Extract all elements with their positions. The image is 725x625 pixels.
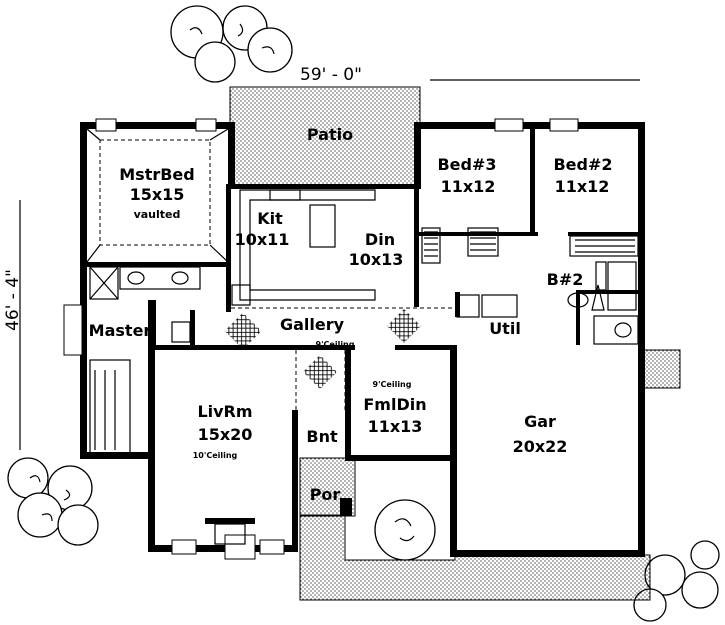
porch-label: Por bbox=[310, 485, 341, 504]
bed3-size: 11x12 bbox=[441, 177, 496, 196]
bed2-label: Bed#2 bbox=[553, 155, 612, 174]
tree-top-icon bbox=[170, 5, 293, 83]
tree-left-icon bbox=[7, 457, 99, 546]
family-dining-note: 9'Ceiling bbox=[373, 380, 412, 389]
master-bath-label: Master bbox=[89, 321, 152, 340]
dimension-lines bbox=[19, 79, 640, 450]
bench-label: Bnt bbox=[306, 427, 338, 446]
family-dining-label: FmlDin bbox=[363, 395, 426, 414]
dining-label: Din bbox=[365, 230, 395, 249]
dining-size: 10x13 bbox=[349, 250, 404, 269]
vault-lines bbox=[86, 128, 229, 263]
master-bed-label: MstrBed bbox=[119, 165, 194, 184]
garage-side-stoop bbox=[639, 349, 681, 389]
bed3-label: Bed#3 bbox=[437, 155, 496, 174]
windows bbox=[63, 118, 579, 560]
closets bbox=[421, 227, 639, 264]
gallery-note: 9'Ceiling bbox=[316, 340, 355, 349]
interior-walls bbox=[80, 125, 642, 350]
width-dimension: 59' - 0" bbox=[300, 65, 362, 85]
gallery-accents bbox=[224, 307, 455, 410]
family-dining-size: 11x13 bbox=[368, 417, 423, 436]
garage-label: Gar bbox=[524, 412, 556, 431]
gallery-label: Gallery bbox=[280, 315, 345, 334]
garage-size: 20x22 bbox=[513, 437, 568, 456]
living-note: 10'Ceiling bbox=[193, 451, 238, 460]
utility-label: Util bbox=[489, 319, 521, 338]
living-label: LivRm bbox=[197, 402, 252, 421]
master-bed-note: vaulted bbox=[134, 208, 181, 221]
kitchen-label: Kit bbox=[257, 209, 283, 228]
front-bay bbox=[205, 518, 255, 545]
shrub-right-icon bbox=[633, 540, 720, 622]
walkway bbox=[299, 514, 651, 601]
living-size: 15x20 bbox=[198, 425, 253, 444]
master-bed-size: 15x15 bbox=[130, 185, 185, 204]
kitchen-counters bbox=[231, 189, 376, 306]
bath2-label: B#2 bbox=[547, 270, 584, 289]
tree-porch-icon bbox=[374, 499, 436, 561]
patio-label: Patio bbox=[307, 125, 353, 144]
kitchen-size: 10x11 bbox=[235, 230, 290, 249]
bed2-size: 11x12 bbox=[555, 177, 610, 196]
depth-dimension: 46' - 4" bbox=[3, 269, 23, 331]
master-bath-fixtures bbox=[89, 266, 201, 456]
bath2-fixtures bbox=[456, 261, 639, 345]
